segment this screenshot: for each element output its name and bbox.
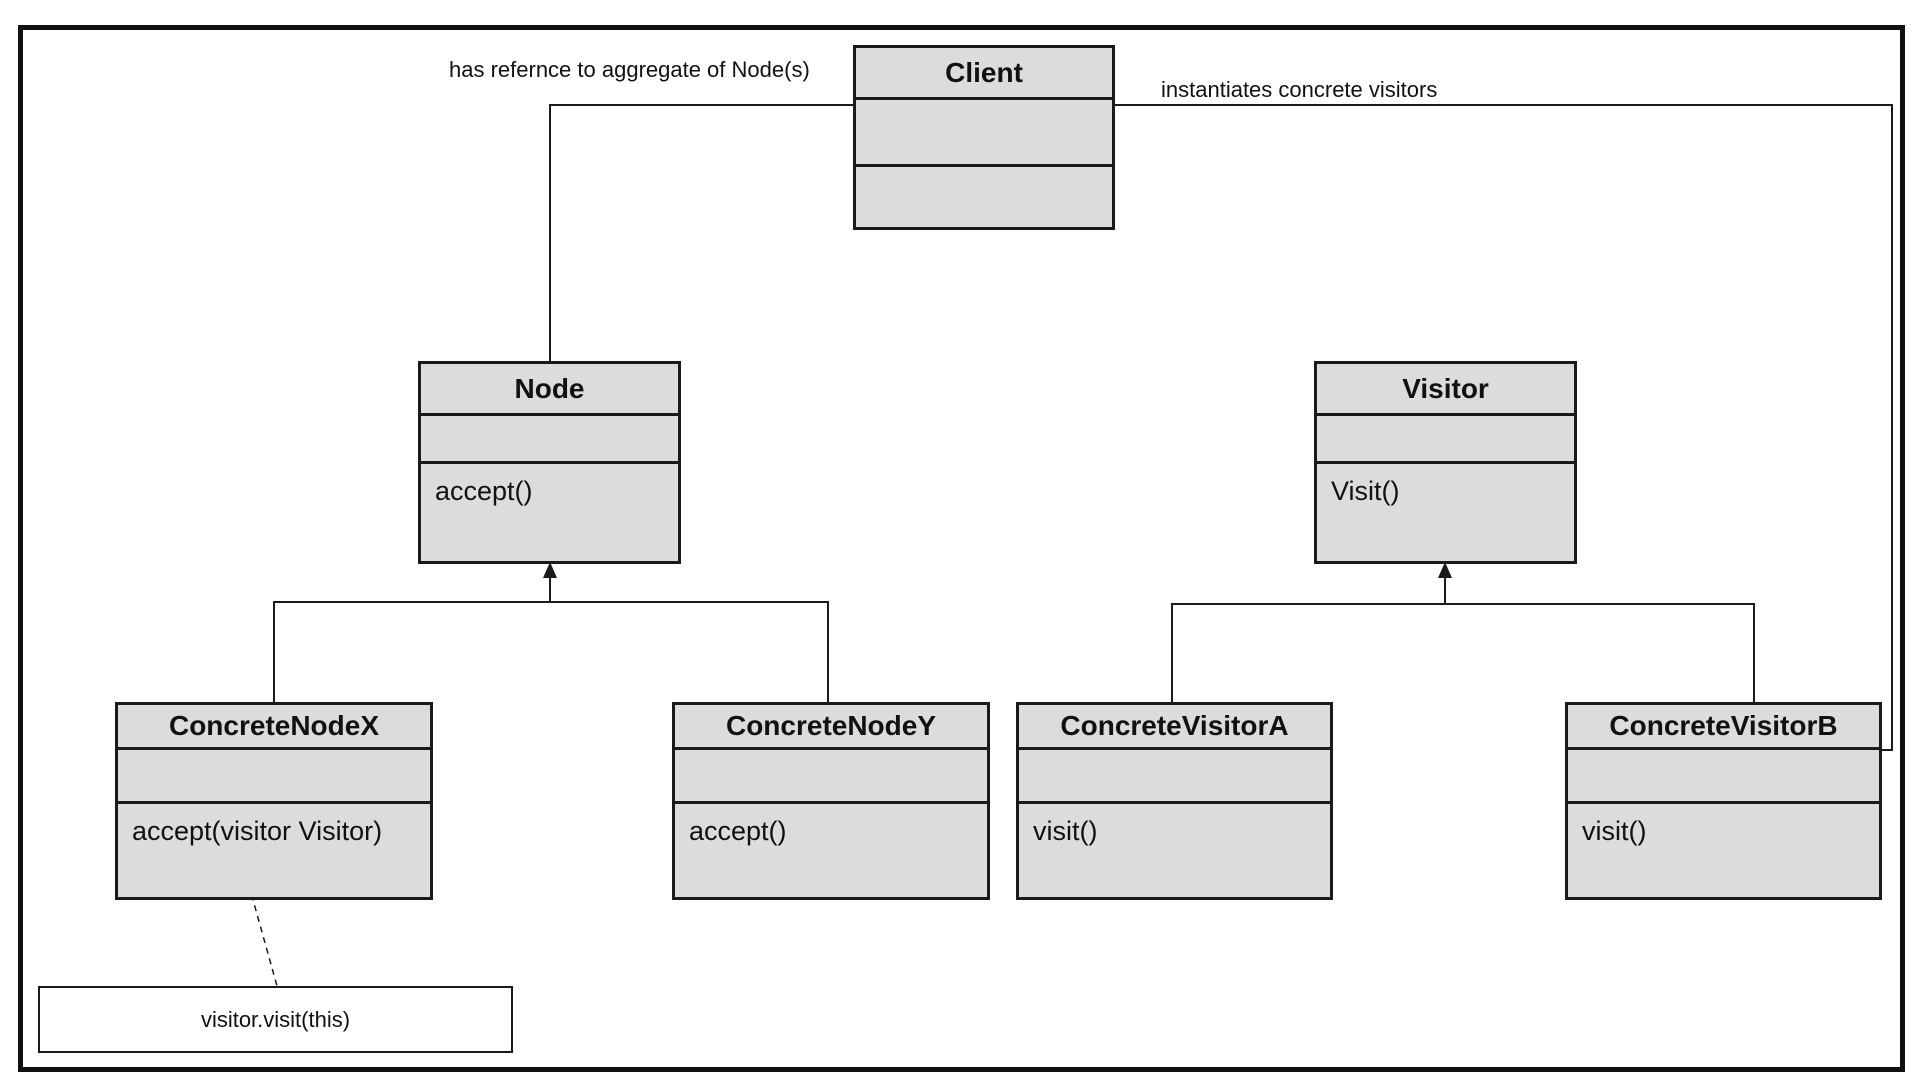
visitor-attributes-section (1317, 416, 1574, 464)
concrete-node-x-operations: accept(visitor Visitor) (132, 816, 383, 846)
node-association-label: has refernce to aggregate of Node(s) (449, 57, 810, 82)
concrete-node-y-attributes-section (675, 750, 987, 804)
visitor-class-name: Visitor (1317, 364, 1574, 416)
node-attributes-section (421, 416, 678, 464)
client-class-name: Client (856, 48, 1112, 100)
concrete-visitor-a-class-box: ConcreteVisitorA visit() (1016, 702, 1333, 900)
node-class-box: Node accept() (418, 361, 681, 564)
implementation-note-box: visitor.visit(this) (38, 986, 513, 1053)
concrete-node-y-class-name: ConcreteNodeY (675, 705, 987, 750)
concrete-visitor-b-attributes-section (1568, 750, 1879, 804)
node-class-name: Node (421, 364, 678, 416)
concrete-node-y-class-box: ConcreteNodeY accept() (672, 702, 990, 900)
concrete-node-x-class-box: ConcreteNodeX accept(visitor Visitor) (115, 702, 433, 900)
visitor-association-label: instantiates concrete visitors (1161, 77, 1438, 102)
concrete-visitor-a-class-name: ConcreteVisitorA (1019, 705, 1330, 750)
concrete-node-y-operations: accept() (689, 816, 787, 846)
concrete-visitor-a-operations: visit() (1033, 816, 1098, 846)
concrete-node-x-attributes-section (118, 750, 430, 804)
node-operations: accept() (435, 476, 533, 506)
concrete-visitor-b-class-name: ConcreteVisitorB (1568, 705, 1879, 750)
concrete-visitor-b-operations: visit() (1582, 816, 1647, 846)
concrete-node-x-class-name: ConcreteNodeX (118, 705, 430, 750)
client-class-box: Client (853, 45, 1115, 230)
visitor-operations: Visit() (1331, 476, 1400, 506)
visitor-class-box: Visitor Visit() (1314, 361, 1577, 564)
client-attributes-section (856, 100, 1112, 167)
implementation-note-text: visitor.visit(this) (200, 1007, 351, 1032)
concrete-visitor-b-class-box: ConcreteVisitorB visit() (1565, 702, 1882, 900)
concrete-visitor-a-attributes-section (1019, 750, 1330, 804)
